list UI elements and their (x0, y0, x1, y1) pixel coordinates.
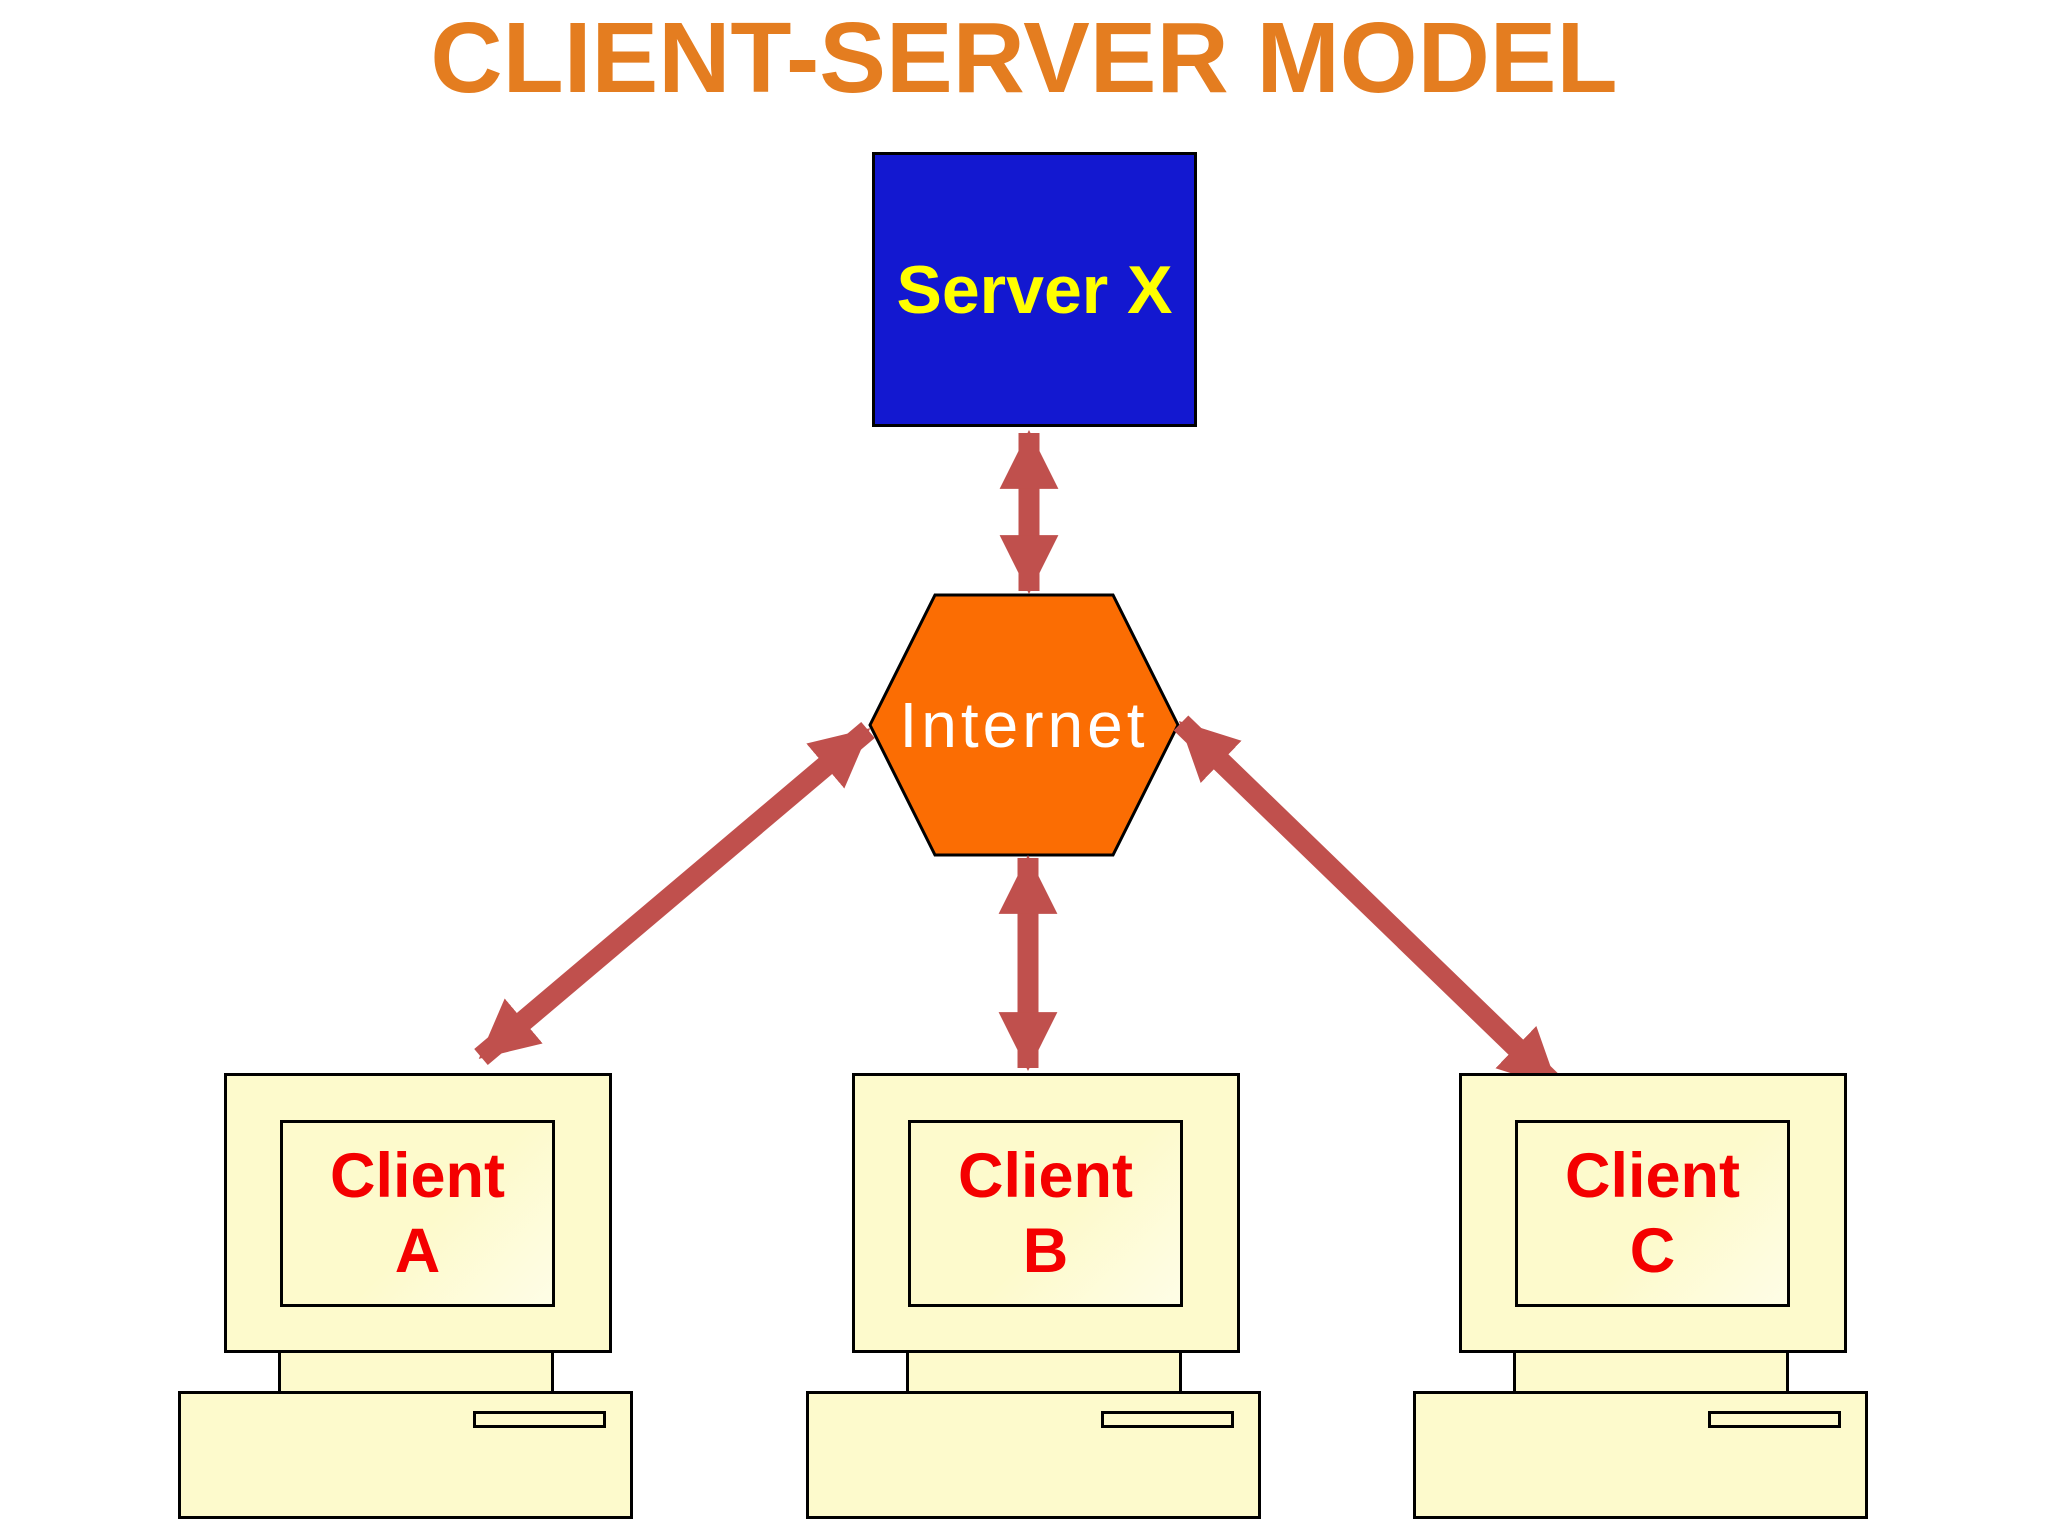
client-c-system-unit (1413, 1391, 1868, 1519)
arrow-internet-client-c (1173, 715, 1564, 1094)
client-b-computer-icon: Client B (806, 1073, 1261, 1521)
client-b-screen: Client B (908, 1120, 1183, 1307)
client-a-label-line1: Client (329, 1141, 505, 1212)
client-c-screen: Client C (1515, 1120, 1790, 1307)
internet-label: Internet (899, 689, 1149, 761)
client-b-monitor-stand (906, 1349, 1182, 1397)
client-c-label-line1: Client (1564, 1141, 1740, 1212)
client-b-label-line1: Client (957, 1141, 1133, 1212)
client-b-system-unit (806, 1391, 1261, 1519)
arrow-internet-client-a (474, 721, 875, 1066)
client-a-monitor-stand (278, 1349, 554, 1397)
client-a-disk-slot (473, 1411, 606, 1428)
client-c-label-line2: C (1629, 1215, 1676, 1286)
client-c-monitor: Client C (1459, 1073, 1847, 1353)
client-b-label-line2: B (1022, 1215, 1069, 1286)
client-a-label-line2: A (394, 1215, 441, 1286)
client-b-disk-slot (1101, 1411, 1234, 1428)
client-c-monitor-stand (1513, 1349, 1789, 1397)
server-node: Server X (872, 152, 1197, 427)
client-a-computer-icon: Client A (178, 1073, 633, 1521)
client-a-system-unit (178, 1391, 633, 1519)
client-a-monitor: Client A (224, 1073, 612, 1353)
client-b-monitor: Client B (852, 1073, 1240, 1353)
server-label: Server X (896, 251, 1173, 328)
client-a-screen: Client A (280, 1120, 555, 1307)
diagram-title: CLIENT-SERVER MODEL (430, 2, 1618, 114)
client-c-disk-slot (1708, 1411, 1841, 1428)
client-c-computer-icon: Client C (1413, 1073, 1868, 1521)
